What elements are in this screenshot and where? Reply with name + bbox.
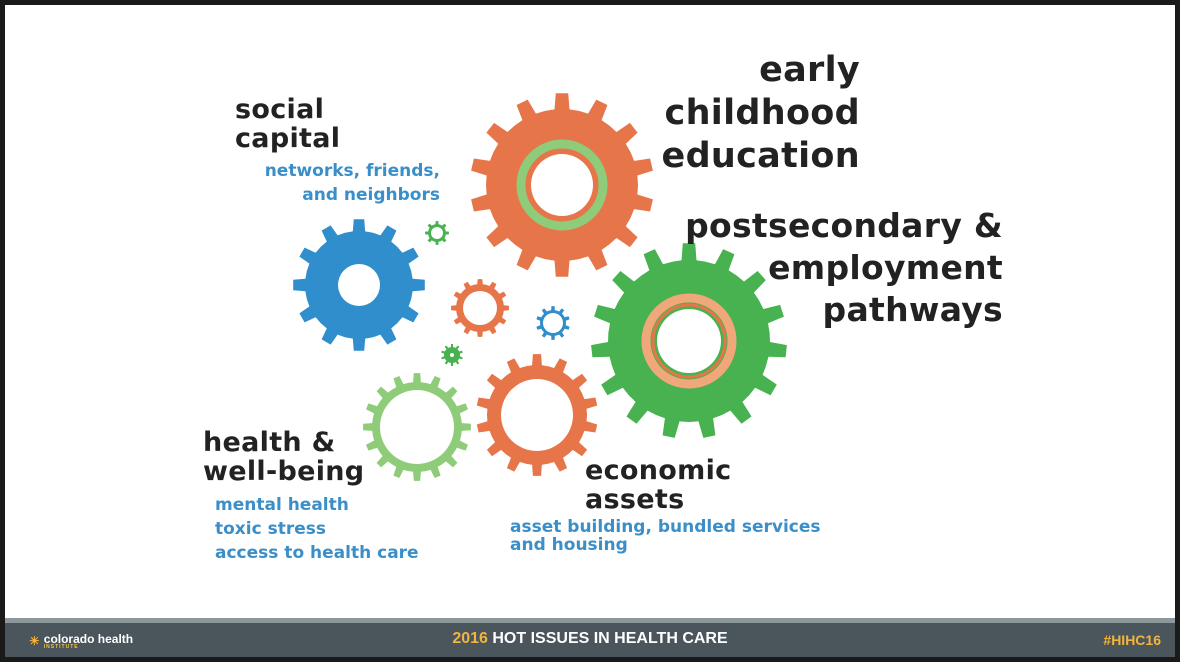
postsecondary-gear: [591, 243, 787, 438]
gear-hole: [501, 379, 573, 451]
gear-ring: [641, 293, 737, 389]
gear-ring: [527, 150, 597, 220]
gear-ring: [516, 139, 608, 231]
event-name: HOT ISSUES IN HEALTH CARE: [492, 630, 728, 647]
event-year: 2016: [452, 630, 488, 647]
brand-name: colorado health: [43, 632, 134, 646]
health-description: mental health toxic stress access to hea…: [215, 495, 419, 563]
footer-bar: ☀ colorado health INSTITUTE 2016 HOT ISS…: [5, 618, 1175, 657]
tiny-green-gear: [425, 221, 449, 245]
early-childhood-gear: [471, 93, 653, 277]
tiny-green-gear: [441, 344, 463, 366]
small-blue-gear: [536, 306, 570, 340]
event-title: 2016 HOT ISSUES IN HEALTH CARE: [5, 630, 1175, 648]
early-childhood-label: early childhood education: [661, 50, 860, 176]
health-gear: [363, 373, 471, 481]
gear-hole: [431, 227, 443, 239]
small-orange-gear: [451, 279, 509, 337]
gear-hole: [543, 313, 563, 333]
gear-hole: [463, 291, 497, 325]
gear-hole: [338, 264, 380, 306]
gear-hole: [531, 154, 593, 216]
social-capital-gear: [293, 219, 425, 351]
postsecondary-label: postsecondary & employment pathways: [685, 206, 1003, 329]
gear-ring: [651, 303, 727, 379]
slide: early childhood education social capital…: [5, 5, 1175, 657]
gear-hole: [657, 309, 721, 373]
gear-hole: [450, 353, 454, 357]
gear-diagram: [293, 93, 787, 481]
economic-assets-gear: [476, 354, 598, 476]
economic-assets-label: economic assets: [585, 455, 732, 515]
health-label: health & well-being: [203, 427, 365, 487]
event-hashtag: #HIHC16: [1103, 632, 1161, 648]
social-capital-description: networks, friends, and neighbors: [264, 161, 440, 205]
gear-hole: [380, 390, 454, 464]
brand-subtitle: INSTITUTE: [43, 644, 79, 650]
brand-logo: ☀ colorado health INSTITUTE: [29, 632, 133, 650]
sun-icon: ☀: [29, 634, 40, 648]
economic-assets-description: asset building, bundled services and hou…: [510, 517, 821, 555]
social-capital-label: social capital: [235, 94, 341, 154]
